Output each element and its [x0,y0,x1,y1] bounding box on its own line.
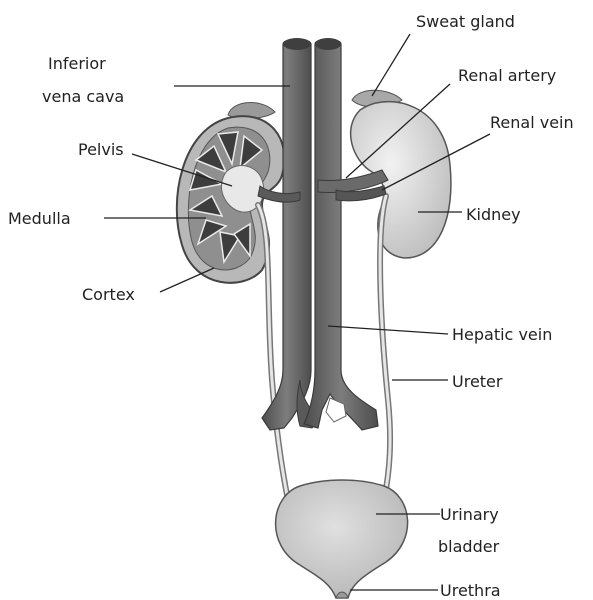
urinary-bladder [276,480,408,598]
leader-hepatic-vein [328,326,448,334]
label-hepatic-vein: Hepatic vein [452,325,552,344]
label-kidney: Kidney [466,205,521,224]
label-cortex: Cortex [82,285,135,304]
label-sweat-gland: Sweat gland [416,12,515,31]
label-medulla: Medulla [8,209,71,228]
label-inferior-line2: vena cava [42,87,124,106]
leader-cortex [160,268,214,292]
label-urinary-line1: Urinary [440,505,499,524]
leader-sweat-gland [372,34,410,96]
label-ureter: Ureter [452,372,503,391]
label-urethra: Urethra [440,581,501,600]
label-urinary-line2: bladder [438,537,500,556]
label-renal-vein: Renal vein [490,113,574,132]
label-renal-artery: Renal artery [458,66,556,85]
label-pelvis: Pelvis [78,140,124,159]
label-inferior-line1: Inferior [48,54,106,73]
